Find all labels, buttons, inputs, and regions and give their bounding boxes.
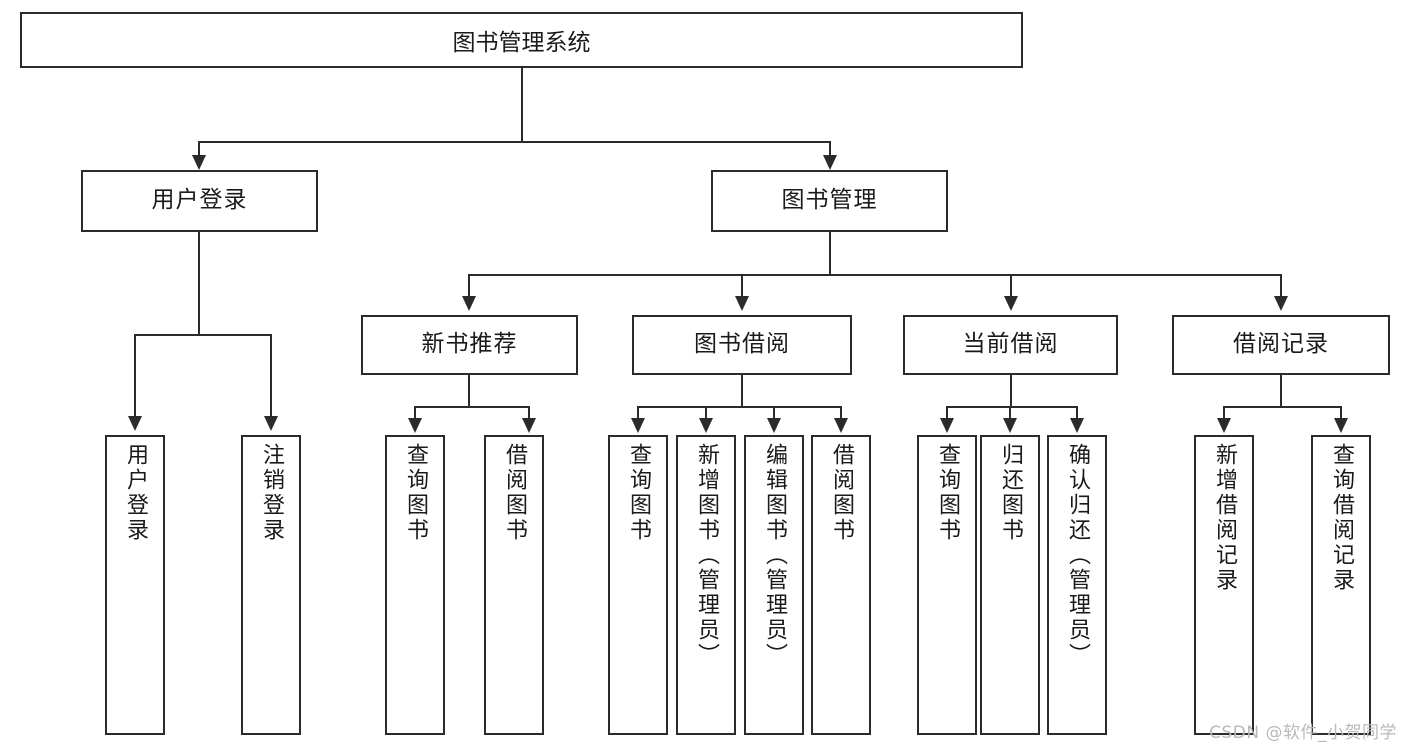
connector-current-borrow-leaf1 (946, 406, 948, 420)
connector-user-login-bar (134, 334, 270, 336)
arrow-book-mgmt-to-book-borrow (735, 296, 749, 311)
connector-borrow-record-stem (1280, 375, 1282, 408)
arrow-root-to-user-login (192, 155, 206, 170)
arrow-borrow-record-leaf1 (1217, 418, 1231, 433)
leaf-book-borrow-edit[interactable]: 编辑图书（管理员） (744, 435, 804, 735)
connector-book-borrow-leaf3 (773, 406, 775, 420)
arrow-root-to-book-mgmt (823, 155, 837, 170)
connector-book-mgmt-bar (468, 274, 1282, 276)
leaf-current-borrow-query-label: 查询图书 (935, 443, 960, 543)
connector-book-borrow-bar (637, 406, 842, 408)
connector-book-borrow-leaf1 (637, 406, 639, 420)
connector-book-borrow-stem (741, 375, 743, 408)
leaf-book-borrow-add[interactable]: 新增图书（管理员） (676, 435, 736, 735)
connector-root-stem (521, 68, 523, 143)
connector-new-book-leaf2 (528, 406, 530, 420)
arrow-user-login-leaf2 (264, 416, 278, 431)
leaf-borrow-record-query[interactable]: 查询借阅记录 (1311, 435, 1371, 735)
arrow-book-mgmt-to-borrow-record (1274, 296, 1288, 311)
connector-root-bar (198, 141, 831, 143)
leaf-new-book-borrow-label: 借阅图书 (502, 443, 527, 543)
leaf-user-login-signin-label: 用户登录 (123, 443, 148, 543)
node-book-borrow-label: 图书借阅 (694, 331, 790, 358)
leaf-user-login-signout[interactable]: 注销登录 (241, 435, 301, 735)
arrow-new-book-leaf1 (408, 418, 422, 433)
leaf-user-login-signin[interactable]: 用户登录 (105, 435, 165, 735)
leaf-current-borrow-confirm[interactable]: 确认归还（管理员） (1047, 435, 1107, 735)
connector-root-to-book-mgmt (829, 141, 831, 157)
connector-book-mgmt-to-current-borrow (1010, 274, 1012, 298)
leaf-book-borrow-lend-label: 借阅图书 (829, 443, 854, 543)
leaf-current-borrow-confirm-label: 确认归还（管理员） (1065, 443, 1090, 668)
arrow-borrow-record-leaf2 (1334, 418, 1348, 433)
node-new-book-recommend-label: 新书推荐 (421, 331, 518, 358)
arrow-book-borrow-leaf3 (767, 418, 781, 433)
connector-current-borrow-leaf2 (1009, 406, 1011, 420)
connector-book-mgmt-to-book-borrow (741, 274, 743, 298)
arrow-book-borrow-leaf1 (631, 418, 645, 433)
leaf-current-borrow-return[interactable]: 归还图书 (980, 435, 1040, 735)
connector-current-borrow-bar (946, 406, 1077, 408)
node-new-book-recommend[interactable]: 新书推荐 (361, 315, 578, 375)
connector-book-mgmt-to-new-book (468, 274, 470, 298)
connector-borrow-record-leaf1 (1223, 406, 1225, 420)
node-borrow-record[interactable]: 借阅记录 (1172, 315, 1390, 375)
leaf-book-borrow-edit-label: 编辑图书（管理员） (762, 443, 787, 668)
leaf-new-book-query-label: 查询图书 (403, 443, 428, 543)
connector-root-to-user-login (198, 141, 200, 157)
node-user-login-label: 用户登录 (151, 187, 248, 214)
leaf-new-book-borrow[interactable]: 借阅图书 (484, 435, 544, 735)
connector-book-mgmt-to-borrow-record (1280, 274, 1282, 298)
arrow-new-book-leaf2 (522, 418, 536, 433)
node-current-borrow-label: 当前借阅 (962, 331, 1059, 358)
arrow-current-borrow-leaf1 (940, 418, 954, 433)
arrow-user-login-leaf1 (128, 416, 142, 431)
connector-user-login-leaf2 (270, 334, 272, 418)
connector-book-borrow-leaf4 (840, 406, 842, 420)
arrow-book-borrow-leaf4 (834, 418, 848, 433)
arrow-current-borrow-leaf2 (1003, 418, 1017, 433)
connector-book-borrow-leaf2 (705, 406, 707, 420)
node-user-login[interactable]: 用户登录 (81, 170, 318, 232)
connector-borrow-record-leaf2 (1340, 406, 1342, 420)
leaf-borrow-record-add-label: 新增借阅记录 (1212, 443, 1237, 593)
arrow-current-borrow-leaf3 (1070, 418, 1084, 433)
leaf-book-borrow-lend[interactable]: 借阅图书 (811, 435, 871, 735)
leaf-current-borrow-return-label: 归还图书 (998, 443, 1023, 543)
arrow-book-borrow-leaf2 (699, 418, 713, 433)
connector-new-book-leaf1 (414, 406, 416, 420)
connector-new-book-bar (414, 406, 530, 408)
leaf-book-borrow-query[interactable]: 查询图书 (608, 435, 668, 735)
connector-book-mgmt-stem (829, 232, 831, 276)
arrow-book-mgmt-to-current-borrow (1004, 296, 1018, 311)
connector-user-login-stem (198, 232, 200, 336)
node-book-management-label: 图书管理 (781, 187, 878, 214)
connector-current-borrow-stem (1010, 375, 1012, 408)
node-borrow-record-label: 借阅记录 (1233, 331, 1329, 358)
connector-new-book-stem (468, 375, 470, 408)
connector-current-borrow-leaf3 (1076, 406, 1078, 420)
arrow-book-mgmt-to-new-book (462, 296, 476, 311)
leaf-current-borrow-query[interactable]: 查询图书 (917, 435, 977, 735)
connector-user-login-leaf1 (134, 334, 136, 418)
leaf-book-borrow-add-label: 新增图书（管理员） (694, 443, 719, 668)
connector-borrow-record-bar (1223, 406, 1342, 408)
node-root-system[interactable]: 图书管理系统 (20, 12, 1023, 68)
node-current-borrow[interactable]: 当前借阅 (903, 315, 1118, 375)
node-root-label: 图书管理系统 (452, 30, 591, 56)
leaf-user-login-signout-label: 注销登录 (259, 443, 284, 543)
node-book-borrow[interactable]: 图书借阅 (632, 315, 852, 375)
leaf-book-borrow-query-label: 查询图书 (626, 443, 651, 543)
leaf-borrow-record-add[interactable]: 新增借阅记录 (1194, 435, 1254, 735)
leaf-borrow-record-query-label: 查询借阅记录 (1329, 443, 1354, 593)
node-book-management[interactable]: 图书管理 (711, 170, 948, 232)
leaf-new-book-query[interactable]: 查询图书 (385, 435, 445, 735)
